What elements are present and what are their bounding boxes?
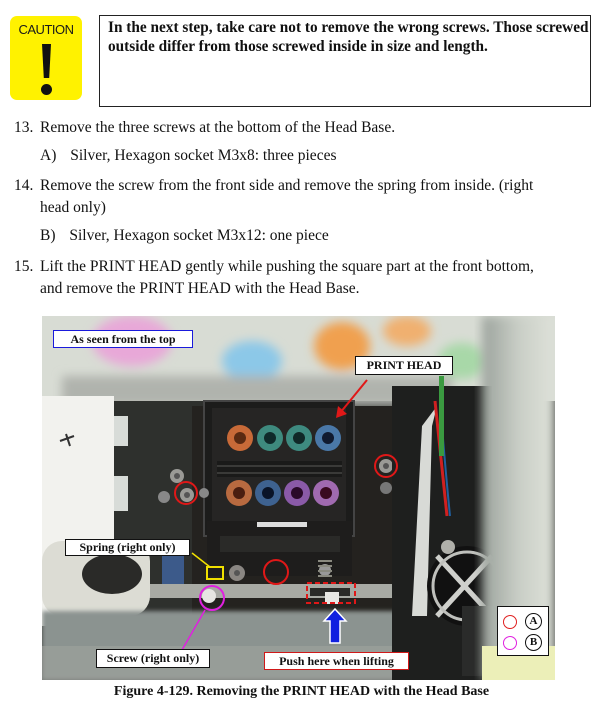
legend-letter-b: B <box>525 634 542 651</box>
step-text-line2: head only) <box>40 199 106 216</box>
spring-label: Spring (right only) <box>65 539 190 556</box>
push-label: Push here when lifting <box>264 652 409 670</box>
step-number: 13. <box>14 119 34 136</box>
caution-text: In the next step, take care not to remov… <box>108 19 589 55</box>
exclamation-icon <box>42 44 51 78</box>
caution-icon-label: CAUTION <box>18 22 75 37</box>
caution-icon: CAUTION <box>10 16 82 100</box>
legend-magenta-circle-icon <box>503 636 517 650</box>
legend-letter-a: A <box>525 613 542 630</box>
caution-text-box: In the next step, take care not to remov… <box>99 15 591 107</box>
step-number: 14. <box>14 177 34 194</box>
step-14: 14. Remove the screw from the front side… <box>14 175 594 219</box>
step-text-line1: Remove the screw from the front side and… <box>40 177 534 194</box>
step-13: 13. Remove the three screws at the botto… <box>14 117 594 139</box>
legend-box: A B <box>497 606 549 656</box>
part-label: B) <box>40 227 56 244</box>
step-14-part: B) Silver, Hexagon socket M3x12: one pie… <box>40 227 329 245</box>
figure-photo: As seen from the top PRINT HEAD Spring (… <box>42 316 555 680</box>
print-head-label: PRINT HEAD <box>355 356 453 375</box>
print-head-photo <box>42 316 555 680</box>
exclamation-dot <box>41 84 52 95</box>
step-number: 15. <box>14 258 34 275</box>
part-label: A) <box>40 147 57 164</box>
screw-label: Screw (right only) <box>96 649 210 668</box>
part-text: Silver, Hexagon socket M3x8: three piece… <box>70 147 337 164</box>
step-15: 15. Lift the PRINT HEAD gently while pus… <box>14 256 594 300</box>
step-13-part: A) Silver, Hexagon socket M3x8: three pi… <box>40 147 336 165</box>
step-text: Remove the three screws at the bottom of… <box>40 119 396 136</box>
view-label: As seen from the top <box>53 330 193 348</box>
figure-caption: Figure 4-129. Removing the PRINT HEAD wi… <box>113 684 490 699</box>
step-text-line1: Lift the PRINT HEAD gently while pushing… <box>40 258 534 275</box>
legend-red-circle-icon <box>503 615 517 629</box>
step-text-line2: and remove the PRINT HEAD with the Head … <box>40 280 360 297</box>
part-text: Silver, Hexagon socket M3x12: one piece <box>69 227 329 244</box>
